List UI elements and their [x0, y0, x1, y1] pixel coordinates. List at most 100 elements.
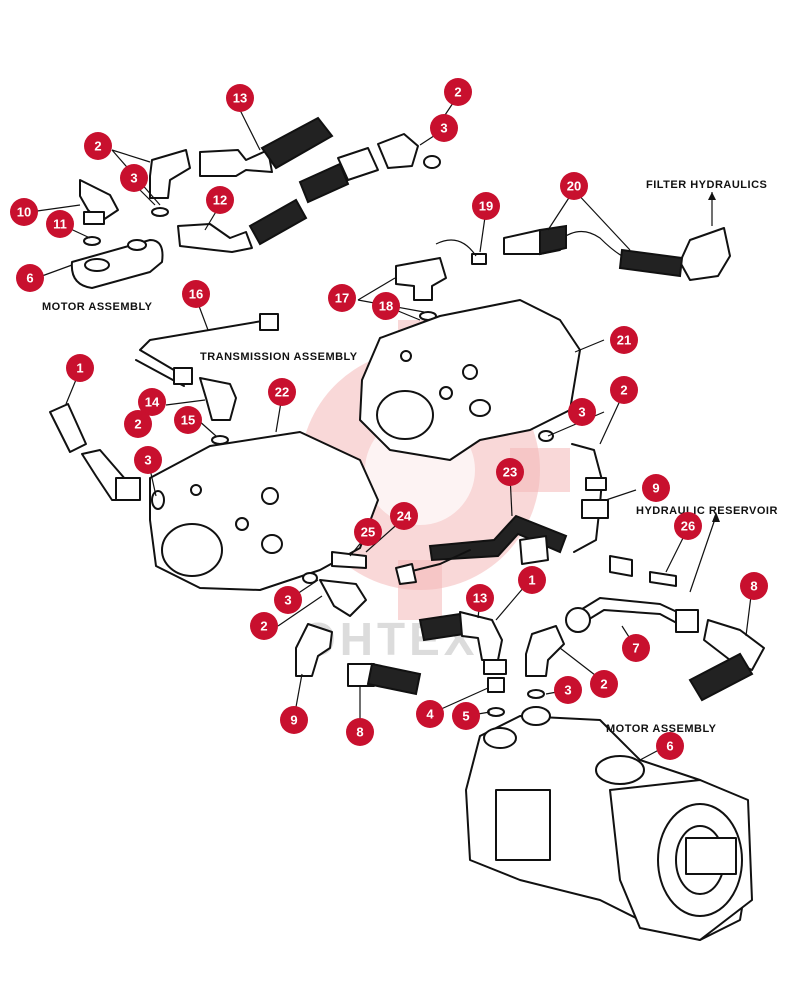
callout-22: 22 [268, 378, 296, 406]
svg-text:6: 6 [26, 271, 33, 286]
hose-13-top [260, 116, 334, 170]
callout-19: 19 [472, 192, 500, 220]
callout-2-e: 2 [250, 612, 278, 640]
oring-3a [151, 207, 169, 217]
svg-text:5: 5 [462, 709, 469, 724]
hose-20-wire [559, 230, 623, 257]
pump-lower-small-port [261, 534, 283, 554]
svg-text:12: 12 [213, 193, 227, 208]
svg-text:1: 1 [76, 361, 83, 376]
fitting-4 [487, 677, 505, 693]
callout-21: 21 [610, 326, 638, 354]
svg-text:2: 2 [134, 417, 141, 432]
reservoir-arrow [689, 515, 717, 593]
callout-12: 12 [206, 186, 234, 214]
callout-11: 11 [46, 210, 74, 238]
oring-3c [538, 430, 554, 442]
svg-text:23: 23 [503, 465, 517, 480]
hose-12-fitting [177, 223, 253, 253]
callout-3-a: 3 [120, 164, 148, 192]
hose-8-lower [366, 662, 422, 696]
svg-text:26: 26 [681, 519, 695, 534]
callout-3-e: 3 [274, 586, 302, 614]
svg-text:3: 3 [564, 683, 571, 698]
callout-15: 15 [174, 406, 202, 434]
callouts: 13 2 2 3 3 10 12 11 6 19 20 17 18 16 21 … [10, 78, 768, 760]
pump-lower-port [161, 523, 223, 577]
svg-text:9: 9 [652, 481, 659, 496]
elbow-fitting-2b [377, 133, 419, 169]
svg-text:6: 6 [666, 739, 673, 754]
motor-top-boss [595, 755, 645, 785]
svg-text:22: 22 [275, 385, 289, 400]
oring-11 [83, 236, 101, 246]
callout-3-d: 3 [568, 398, 596, 426]
callout-18: 18 [372, 292, 400, 320]
bolt-d [261, 487, 279, 505]
filter-fitting [679, 227, 731, 281]
tube-16-nut-b [173, 367, 193, 385]
fitting-19 [471, 253, 487, 265]
caption-motor-assembly-lower: MOTOR ASSEMBLY [606, 723, 717, 735]
svg-text:2: 2 [94, 139, 101, 154]
tube-23 [428, 514, 568, 562]
nut-10 [83, 211, 105, 225]
svg-text:19: 19 [479, 199, 493, 214]
oring-5 [487, 707, 505, 717]
nut-1-lower [483, 659, 507, 675]
callout-7: 7 [622, 634, 650, 662]
svg-text:3: 3 [440, 121, 447, 136]
tube-9-nut [581, 499, 609, 519]
callout-2-a: 2 [84, 132, 112, 160]
hose-13-top-fitting [199, 149, 273, 177]
svg-text:2: 2 [454, 85, 461, 100]
svg-text:2: 2 [260, 619, 267, 634]
tube-9-collar [585, 477, 607, 491]
callout-20: 20 [560, 172, 588, 200]
svg-text:9: 9 [290, 713, 297, 728]
elbow-fitting-2c [319, 579, 367, 617]
callout-8-right: 8 [740, 572, 768, 600]
svg-text:2: 2 [600, 677, 607, 692]
callout-3-c: 3 [134, 446, 162, 474]
callout-1-left: 1 [66, 354, 94, 382]
callout-13-top: 13 [226, 84, 254, 112]
hose-end-fitting [337, 147, 379, 181]
callout-13-lower: 13 [466, 584, 494, 612]
pump-upper-port [376, 390, 434, 440]
motor-assembly-lower [465, 706, 753, 941]
tube-7-inner [577, 609, 687, 629]
nut-left [115, 477, 141, 501]
pump-upper-small-port [469, 399, 491, 417]
callout-9-right: 9 [642, 474, 670, 502]
svg-text:11: 11 [53, 217, 67, 232]
callout-4: 4 [416, 700, 444, 728]
callout-3-b: 3 [430, 114, 458, 142]
tee-fitting-17 [395, 257, 447, 301]
reservoir-group [571, 443, 720, 593]
svg-text:14: 14 [145, 395, 160, 410]
tube-16-nut [259, 313, 279, 331]
tube-23-fitting [519, 535, 549, 565]
svg-text:4: 4 [426, 707, 434, 722]
hose-8-right-fitting [703, 619, 765, 671]
svg-text:3: 3 [130, 171, 137, 186]
svg-text:8: 8 [750, 579, 757, 594]
svg-text:2: 2 [620, 383, 627, 398]
reservoir-fitting [609, 555, 633, 577]
motor-block [495, 789, 551, 861]
svg-text:3: 3 [284, 593, 291, 608]
oring-3b [423, 155, 441, 169]
tube-7-nut-left [565, 607, 591, 633]
callout-24: 24 [390, 502, 418, 530]
callout-16: 16 [182, 280, 210, 308]
svg-text:8: 8 [356, 725, 363, 740]
callout-26: 26 [674, 512, 702, 540]
bolt-e [235, 517, 249, 531]
callout-2-c: 2 [124, 410, 152, 438]
tube-9-reservoir [571, 443, 603, 553]
tube-7 [573, 597, 691, 619]
callout-23: 23 [496, 458, 524, 486]
svg-text:24: 24 [397, 509, 412, 524]
